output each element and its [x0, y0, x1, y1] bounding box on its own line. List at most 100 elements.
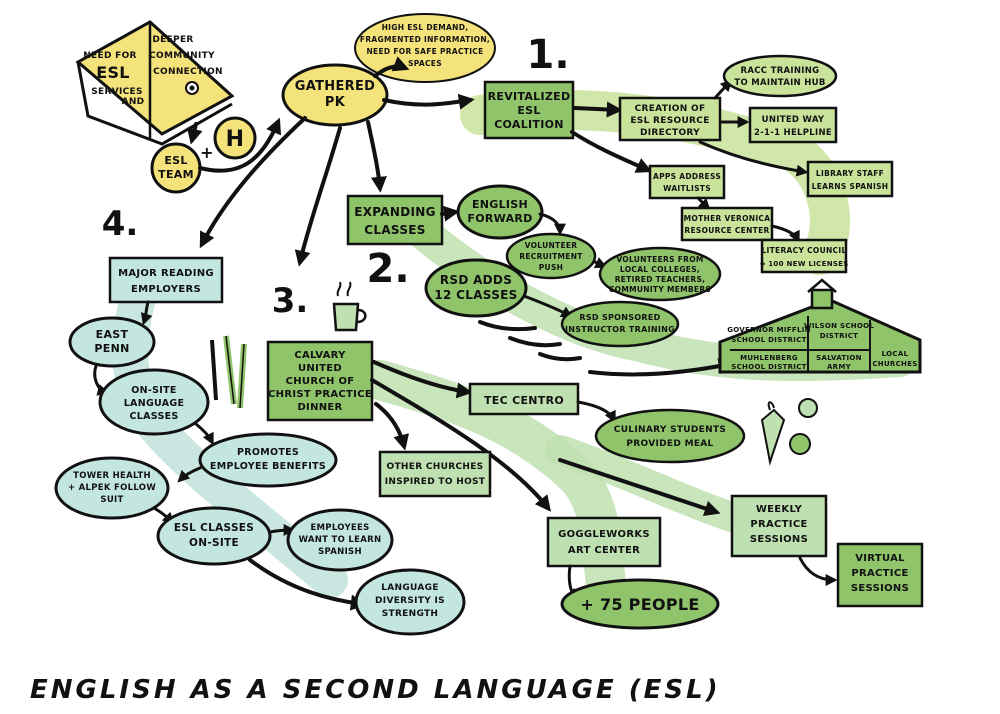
volunteers-node: VOLUNTEERS FROM LOCAL COLLEGES, RETIRED … [598, 246, 722, 302]
coalition-line-2: ESL [517, 104, 540, 117]
literacy-line-2: → 100 NEW LICENSES [759, 260, 848, 268]
united-way-line-1: UNITED WAY [762, 115, 825, 125]
needs-line-1: HIGH ESL DEMAND, [382, 23, 469, 32]
major-line-1: MAJOR READING [118, 268, 214, 279]
school-salvation-1: SALVATION [816, 354, 862, 362]
needs-cloud: HIGH ESL DEMAND, FRAGMENTED INFORMATION,… [354, 13, 496, 83]
other-churches-line-1: OTHER CHURCHES [387, 462, 484, 472]
volunteer-push-line-2: RECRUITMENT [519, 252, 583, 261]
rsd-adds-node: RSD ADDS 12 CLASSES [424, 258, 528, 318]
people-node: + 75 PEOPLE [560, 578, 720, 630]
coalition-line-3: COALITION [494, 118, 564, 131]
calvary-line-5: DINNER [297, 402, 342, 413]
literacy-line-1: LITERACY COUNCIL [761, 246, 846, 255]
major-employers-box: MAJOR READING EMPLOYERS [108, 256, 224, 304]
school-local-2: CHURCHES [872, 360, 917, 368]
school-muhlenberg-2: SCHOOL DISTRICT [731, 363, 806, 371]
number-four: 4. [102, 204, 139, 244]
racc-line-1: RACC TRAINING [741, 66, 820, 76]
directory-line-3: DIRECTORY [640, 128, 700, 138]
school-muhlenberg-1: MUHLENBERG [740, 354, 798, 362]
needs-line-2: FRAGMENTED INFORMATION, [360, 35, 490, 44]
school-salvation-2: ARMY [827, 363, 852, 371]
needs-line-4: SPACES [408, 59, 442, 68]
book-illustration: NEED FOR ESL SERVICES AND DEEPER COMMUNI… [75, 20, 235, 146]
expanding-classes-box: EXPANDING CLASSES [346, 194, 444, 246]
tower-line-1: TOWER HEALTH [73, 471, 151, 481]
tower-line-2: + ALPEK FOLLOW [68, 483, 156, 493]
people-label: + 75 PEOPLE [580, 595, 699, 614]
virtual-practice-box: VIRTUAL PRACTICE SESSIONS [836, 542, 924, 608]
other-churches-box: OTHER CHURCHES INSPIRED TO HOST [378, 450, 492, 498]
goggleworks-line-2: ART CENTER [568, 545, 640, 556]
onsite-line-2: LANGUAGE [124, 398, 185, 409]
volunteers-line-3: RETIRED TEACHERS, [615, 275, 706, 284]
english-forward-line-1: ENGLISH [472, 198, 528, 211]
book-line-5: COMMUNITY [149, 51, 215, 61]
promotes-line-1: PROMOTES [237, 447, 299, 458]
needs-line-3: NEED FOR SAFE PRACTICE [366, 47, 483, 56]
employees-line-1: EMPLOYEES [310, 523, 369, 533]
expanding-line-2: CLASSES [364, 223, 425, 237]
directory-box: CREATION OF ESL RESOURCE DIRECTORY [618, 96, 722, 142]
number-three: 3. [272, 281, 309, 321]
racc-node: RACC TRAINING TO MAINTAIN HUB [722, 54, 838, 98]
apps-box: APPS ADDRESS WAITLISTS [648, 164, 726, 200]
weekly-line-1: WEEKLY [756, 504, 803, 515]
rsd-training-line-1: RSD SPONSORED [579, 313, 660, 322]
weekly-line-2: PRACTICE [750, 519, 807, 530]
volunteer-push-node: VOLUNTEER RECRUITMENT PUSH [505, 232, 597, 280]
diversity-node: LANGUAGE DIVERSITY IS STRENGTH [354, 568, 466, 636]
book-line-6: CONNECTION [153, 67, 223, 77]
diversity-line-3: STRENGTH [382, 609, 439, 619]
weekly-practice-box: WEEKLY PRACTICE SESSIONS [730, 494, 828, 558]
volunteers-line-2: LOCAL COLLEGES, [620, 265, 700, 274]
tower-health-node: TOWER HEALTH + ALPEK FOLLOW SUIT [54, 456, 170, 520]
employees-spanish-node: EMPLOYEES WANT TO LEARN SPANISH [286, 508, 394, 572]
mother-veronica-box: MOTHER VERONICA RESOURCE CENTER [680, 206, 774, 242]
mother-line-1: MOTHER VERONICA [684, 214, 771, 223]
plus-sign: + [200, 143, 214, 162]
goggleworks-line-1: GOGGLEWORKS [558, 529, 650, 540]
culinary-line-2: PROVIDED MEAL [626, 439, 713, 449]
english-forward-node: ENGLISH FORWARD [456, 184, 544, 240]
apps-line-1: APPS ADDRESS [653, 172, 721, 181]
book-line-1: NEED FOR [83, 51, 137, 61]
tower-line-3: SUIT [100, 495, 123, 505]
other-churches-line-2: INSPIRED TO HOST [385, 477, 486, 487]
rsd-adds-line-1: RSD ADDS [440, 273, 512, 287]
onsite-line-3: CLASSES [129, 411, 178, 422]
library-box: LIBRARY STAFF LEARNS SPANISH [806, 160, 894, 198]
promotes-benefits-node: PROMOTES EMPLOYEE BENEFITS [198, 432, 338, 488]
esl-team-line-2: TEAM [158, 168, 194, 181]
gathered-line-2: PK [325, 95, 346, 110]
united-way-line-2: 2-1-1 HELPLINE [754, 128, 832, 138]
school-governor-2: SCHOOL DISTRICT [731, 336, 806, 344]
onsite-classes-node: ON-SITE LANGUAGE CLASSES [98, 368, 210, 436]
number-two: 2. [366, 246, 409, 292]
number-one: 1. [526, 32, 569, 78]
school-governor-1: GOVERNOR MIFFLIN [727, 326, 811, 334]
employees-line-3: SPANISH [318, 547, 362, 557]
rsd-training-line-2: INSTRUCTOR TRAINING [565, 325, 675, 334]
racc-line-2: TO MAINTAIN HUB [734, 78, 825, 88]
esl-onsite-line-2: ON-SITE [189, 537, 239, 549]
coalition-line-1: REVITALIZED [488, 90, 571, 103]
volunteers-line-4: COMMUNITY MEMBERS [609, 285, 711, 294]
culinary-line-1: CULINARY STUDENTS [614, 425, 726, 435]
onsite-line-1: ON-SITE [131, 385, 176, 396]
h-logo-letter: H [226, 127, 245, 152]
esl-team-line-1: ESL [164, 154, 187, 167]
volunteer-push-line-3: PUSH [539, 263, 563, 272]
book-line-3: SERVICES [91, 87, 143, 97]
school-building: GOVERNOR MIFFLIN SCHOOL DISTRICT WILSON … [718, 278, 922, 374]
weekly-line-3: SESSIONS [750, 534, 808, 545]
employees-line-2: WANT TO LEARN [299, 535, 382, 545]
h-logo: H [213, 116, 257, 160]
english-forward-line-2: FORWARD [467, 212, 532, 225]
esl-onsite-line-1: ESL CLASSES [174, 522, 254, 534]
school-wilson-2: DISTRICT [820, 332, 859, 340]
virtual-line-3: SESSIONS [851, 583, 909, 594]
